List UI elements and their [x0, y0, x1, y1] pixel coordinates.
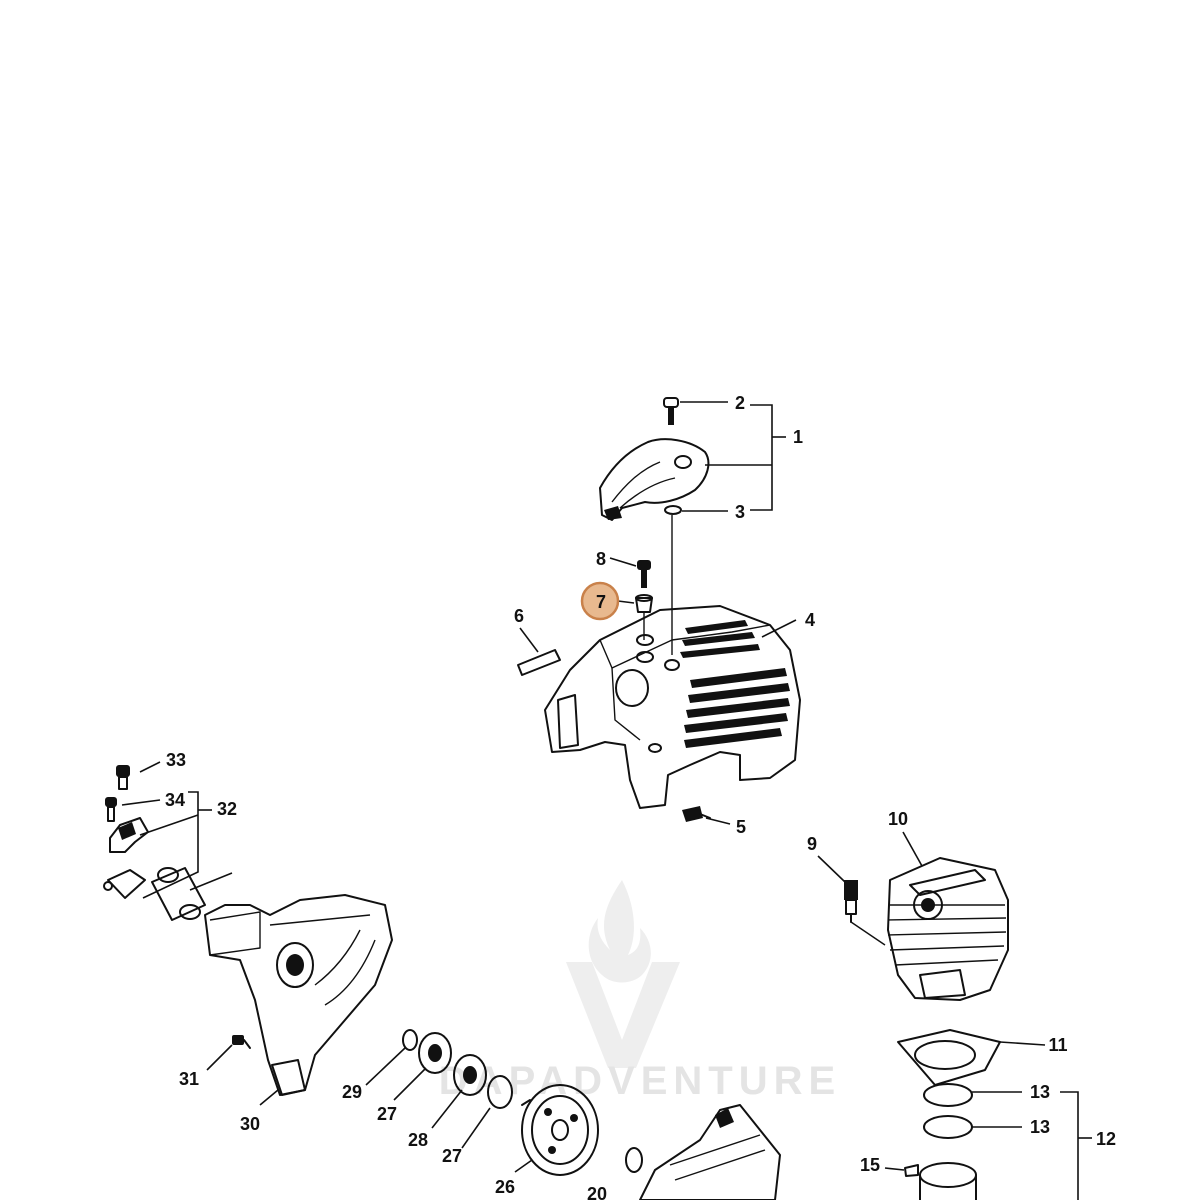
part-gasket-11[interactable]: [897, 1029, 1001, 1086]
callout-9[interactable]: 9: [807, 834, 817, 854]
part-retainer-15[interactable]: [904, 1164, 919, 1177]
shroud-vent-slots: [680, 620, 790, 748]
part-spark-plug-9[interactable]: [844, 880, 858, 923]
part-circlip-13a[interactable]: [923, 1083, 973, 1107]
part-crankcase[interactable]: [639, 1104, 781, 1200]
part-circlip-26[interactable]: [487, 1075, 513, 1109]
callout-33[interactable]: 34: [165, 790, 185, 810]
watermark: DAPADVENTURE: [439, 880, 841, 1103]
callout-11[interactable]: 11: [1048, 1035, 1067, 1055]
callout-6[interactable]: 6: [514, 606, 524, 626]
callout-32[interactable]: 32: [217, 799, 237, 819]
callout-1[interactable]: 1: [793, 427, 803, 447]
part-screw-8[interactable]: [637, 560, 651, 588]
callout-5[interactable]: 5: [736, 817, 746, 837]
part-sleeve-7[interactable]: [635, 594, 653, 613]
callout-29[interactable]: 30: [240, 1114, 260, 1134]
part-shroud-top[interactable]: [599, 438, 710, 521]
part-clutch-drum-25[interactable]: [521, 1084, 599, 1176]
callout-27b[interactable]: 28: [408, 1130, 428, 1150]
callout-15[interactable]: 15: [860, 1155, 880, 1175]
part-piston[interactable]: [919, 1162, 977, 1200]
callout-labels: 2 1 3 8 7 6 4 5 9 10 11 13 13 12 15 33 3…: [165, 393, 1116, 1200]
callout-2[interactable]: 2: [735, 393, 745, 413]
part-clamp-32[interactable]: [103, 817, 149, 899]
callout-13a[interactable]: 13: [1030, 1082, 1050, 1102]
part-sleeve-34[interactable]: [151, 867, 206, 921]
part-decal-6[interactable]: [517, 649, 561, 676]
watermark-v-icon: [566, 962, 680, 1068]
part-cylinder-10[interactable]: [887, 857, 1009, 1001]
callout-10[interactable]: 10: [888, 809, 908, 829]
callout-20[interactable]: 20: [587, 1184, 607, 1200]
leader-lines: [121, 401, 1092, 1200]
part-seal-20[interactable]: [625, 1147, 643, 1173]
callout-25[interactable]: 26: [495, 1177, 515, 1197]
watermark-flame-icon: [588, 880, 651, 983]
part-housing-29[interactable]: [204, 894, 393, 1096]
callout-27a[interactable]: 27: [377, 1104, 397, 1124]
callout-7[interactable]: 7: [596, 592, 606, 612]
part-bearing-27b[interactable]: [418, 1032, 452, 1074]
callout-31[interactable]: 33: [166, 750, 186, 770]
callout-13b[interactable]: 13: [1030, 1117, 1050, 1137]
watermark-text: DAPADVENTURE: [439, 1059, 841, 1103]
callout-12[interactable]: 12: [1096, 1129, 1116, 1149]
part-washer-3[interactable]: [664, 505, 682, 515]
part-shroud-4[interactable]: [544, 605, 801, 809]
part-screw-5[interactable]: [682, 806, 711, 822]
callout-8[interactable]: 8: [596, 549, 606, 569]
callout-30[interactable]: 31: [179, 1069, 199, 1089]
part-screw-30[interactable]: [232, 1035, 251, 1049]
callout-4[interactable]: 4: [805, 610, 815, 630]
callout-28[interactable]: 29: [342, 1082, 362, 1102]
part-screw-2[interactable]: [663, 397, 679, 425]
part-bearing-27a[interactable]: [453, 1054, 487, 1096]
selected-part-highlight[interactable]: [580, 581, 620, 621]
callout-3[interactable]: 3: [735, 502, 745, 522]
part-screw-33[interactable]: [105, 797, 117, 822]
callout-26[interactable]: 27: [442, 1146, 462, 1166]
part-circlip-13b[interactable]: [923, 1115, 973, 1139]
part-circlip-28[interactable]: [402, 1029, 418, 1051]
part-screw-31[interactable]: [116, 765, 130, 790]
